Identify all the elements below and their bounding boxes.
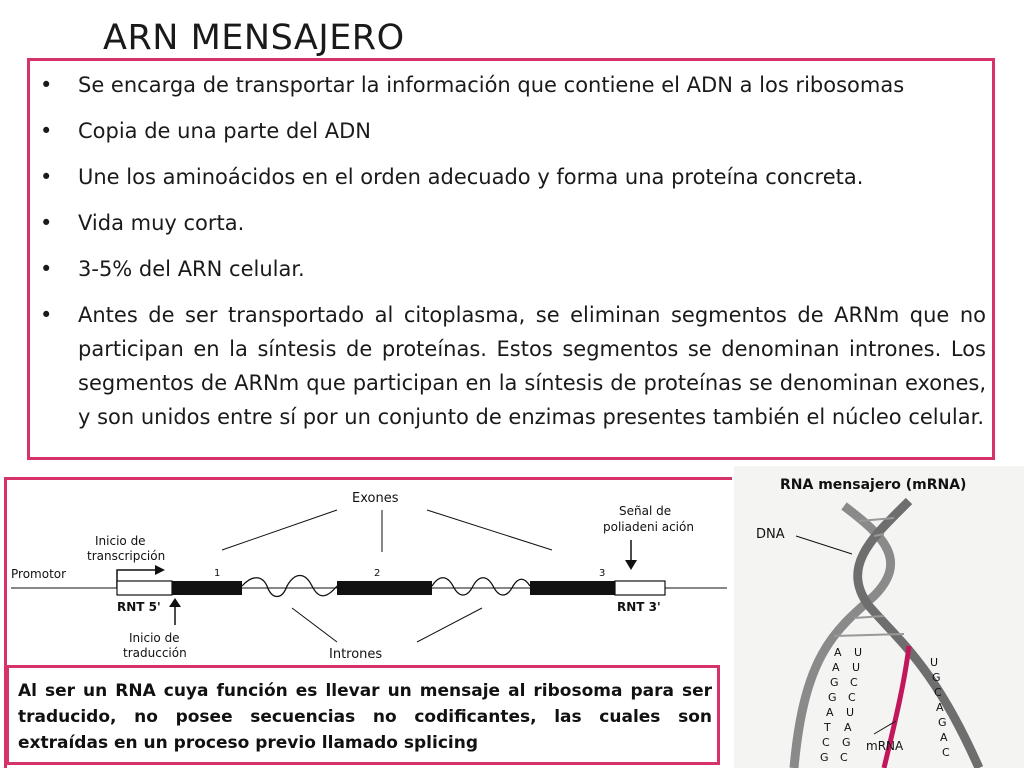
exon-3 bbox=[530, 581, 615, 595]
bullet-text: Vida muy corta. bbox=[78, 211, 245, 235]
senal-arrowhead-icon bbox=[625, 560, 637, 570]
bullet-item: • Copia de una parte del ADN bbox=[38, 114, 986, 148]
exon-pointer-line bbox=[426, 509, 553, 551]
bullet-text: Antes de ser transportado al citoplasma,… bbox=[78, 303, 986, 429]
bullet-dot-icon: • bbox=[40, 257, 53, 281]
exon-number: 3 bbox=[599, 568, 605, 579]
base-letter: A bbox=[832, 661, 840, 674]
bullet-item: • Se encarga de transportar la informació… bbox=[38, 68, 986, 102]
exon-pointer-line bbox=[221, 509, 338, 551]
bullet-list: • Se encarga de transportar la informació… bbox=[38, 68, 986, 446]
dna-label: DNA bbox=[756, 527, 785, 542]
bullet-dot-icon: • bbox=[40, 165, 53, 189]
base-letter: G bbox=[932, 671, 941, 684]
base-letter: G bbox=[828, 691, 837, 704]
exon-number: 1 bbox=[214, 568, 220, 579]
intron-2 bbox=[431, 577, 531, 596]
bullet-item: • Antes de ser transportado al citoplasma… bbox=[38, 298, 986, 434]
base-pair-rung bbox=[858, 517, 895, 522]
base-letters-right: U G C A G A C bbox=[930, 656, 950, 759]
senal-label: poliadeni ación bbox=[603, 520, 694, 534]
mrna-label: mRNA bbox=[866, 739, 904, 753]
base-letter: A bbox=[834, 646, 842, 659]
base-letter: A bbox=[940, 731, 948, 744]
base-letter: C bbox=[848, 691, 856, 704]
inicio-traduccion-label: Inicio de bbox=[129, 631, 180, 645]
base-letter: A bbox=[826, 706, 834, 719]
base-letter: U bbox=[930, 656, 938, 669]
inicio-transcripcion-label: transcripción bbox=[87, 549, 165, 563]
dna-pointer-line bbox=[795, 535, 853, 555]
bullet-list-frame bbox=[27, 58, 995, 460]
bullet-dot-icon: • bbox=[40, 73, 53, 97]
promotor-label: Promotor bbox=[11, 567, 66, 581]
bullet-dot-icon: • bbox=[40, 303, 53, 327]
bullet-dot-icon: • bbox=[40, 211, 53, 235]
exon-2 bbox=[337, 581, 432, 595]
bullet-text: Une los aminoácidos en el orden adecuado… bbox=[78, 165, 864, 189]
base-letters-left: A A G G A T C G bbox=[820, 646, 842, 764]
rnt5-label: RNT 5' bbox=[117, 600, 161, 614]
base-letter: C bbox=[822, 736, 830, 749]
bullet-text: Se encarga de transportar la información… bbox=[78, 73, 905, 97]
utr3-region bbox=[614, 580, 666, 596]
intron-pointer-line bbox=[291, 607, 338, 643]
base-pair-rung bbox=[873, 533, 885, 537]
base-letter: C bbox=[942, 746, 950, 759]
base-letter: G bbox=[830, 676, 839, 689]
base-letter: T bbox=[823, 721, 831, 734]
inicio-transcripcion-label: Inicio de bbox=[95, 534, 146, 548]
base-letter: G bbox=[820, 751, 829, 764]
caption-frame bbox=[6, 665, 720, 765]
rnt3-label: RNT 3' bbox=[617, 600, 661, 614]
mrna-figure-title: RNA mensajero (mRNA) bbox=[780, 477, 966, 493]
bullet-dot-icon: • bbox=[40, 119, 53, 143]
exon-number: 2 bbox=[374, 568, 380, 579]
mrna-pointer-line bbox=[873, 720, 897, 735]
bullet-item: • Vida muy corta. bbox=[38, 206, 986, 240]
intron-1 bbox=[241, 574, 338, 598]
caption-text: Al ser un RNA cuya función es llevar un … bbox=[18, 681, 712, 753]
base-pair-rung bbox=[833, 633, 905, 637]
base-letter: U bbox=[846, 706, 854, 719]
exon-1 bbox=[172, 581, 242, 595]
base-letter: C bbox=[840, 751, 848, 764]
base-pair-rung bbox=[853, 615, 885, 619]
bullet-text: Copia de una parte del ADN bbox=[78, 119, 371, 143]
intron-pointer-line bbox=[416, 607, 483, 643]
base-letter: U bbox=[854, 646, 862, 659]
base-letter: A bbox=[844, 721, 852, 734]
intrones-label: Intrones bbox=[329, 647, 382, 662]
slide-title: ARN MENSAJERO bbox=[103, 18, 405, 58]
base-letter: G bbox=[842, 736, 851, 749]
transcription-arrowhead-icon bbox=[155, 565, 165, 575]
base-letters-mid: U U C C U A G C bbox=[840, 646, 862, 764]
dna-strand-left bbox=[789, 502, 896, 769]
bullet-item: • Une los aminoácidos en el orden adecuad… bbox=[38, 160, 986, 194]
senal-label: Señal de bbox=[619, 504, 671, 518]
utr5-region bbox=[116, 580, 173, 596]
bullet-item: • 3-5% del ARN celular. bbox=[38, 252, 986, 286]
inicio-traduccion-label: traducción bbox=[123, 646, 187, 660]
base-letter: G bbox=[938, 716, 947, 729]
bullet-text: 3-5% del ARN celular. bbox=[78, 257, 305, 281]
mrna-figure: RNA mensajero (mRNA) DNA mRNA A A G G A … bbox=[734, 466, 1024, 770]
translation-arrowhead-icon bbox=[169, 598, 181, 607]
base-letter: C bbox=[850, 676, 858, 689]
exones-label: Exones bbox=[352, 491, 399, 506]
base-letter: A bbox=[936, 701, 944, 714]
gene-structure-diagram: Exones Señal de poliadeni ación Inicio d… bbox=[11, 491, 727, 662]
mrna-helix-diagram: RNA mensajero (mRNA) DNA mRNA A A G G A … bbox=[756, 477, 984, 770]
base-letter: U bbox=[852, 661, 860, 674]
base-letter: C bbox=[934, 686, 942, 699]
mrna-strand bbox=[881, 645, 912, 769]
